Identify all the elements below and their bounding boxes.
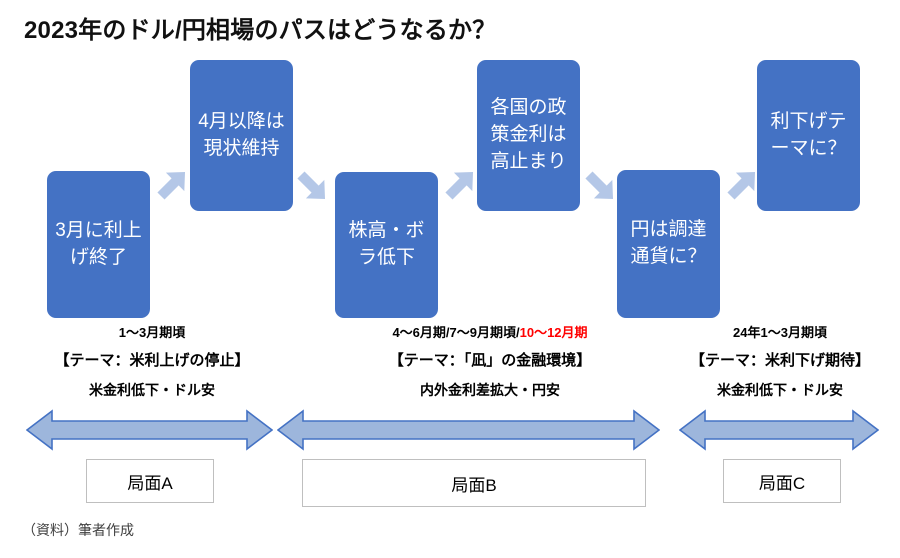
- column-a-period-text: 1〜3月期頃: [118, 325, 186, 340]
- column-b-period-highlight: 10〜12月期: [519, 325, 588, 340]
- flow-box-4-label: 各国の政策金利は高止まり: [490, 97, 567, 172]
- column-a-period: 1〜3月期頃: [27, 322, 277, 341]
- column-b-theme: 【テーマ：「凪」の金融環境】: [300, 349, 680, 370]
- flow-box-3-label: 株高・ボラ低下: [348, 220, 425, 268]
- column-c-effect-text: 米金利低下・ドル安: [717, 382, 843, 398]
- column-c-effect: 米金利低下・ドル安: [670, 380, 890, 400]
- span-arrow-b: [277, 408, 660, 452]
- connector-arrow-down-right-2: [580, 166, 622, 208]
- connector-arrow-up-right-3: [722, 163, 764, 205]
- phase-box-c: 局面C: [723, 459, 841, 503]
- phase-box-a-label: 局面A: [127, 473, 173, 493]
- column-c-period-text: 24年1〜3月期頃: [733, 325, 827, 340]
- column-a-effect-text: 米金利低下・ドル安: [89, 382, 215, 398]
- flow-box-4: 各国の政策金利は高止まり: [477, 60, 580, 211]
- column-a-theme: 【テーマ：米利上げの停止】: [27, 349, 277, 370]
- column-a-effect: 米金利低下・ドル安: [27, 380, 277, 400]
- flow-box-6: 利下げテーマに？: [757, 60, 860, 211]
- column-b-period: 4〜6月期/7〜9月期頃/10〜12月期: [300, 322, 680, 341]
- column-b-effect-text: 内外金利差拡大・円安: [420, 382, 560, 398]
- flow-box-3: 株高・ボラ低下: [335, 172, 438, 318]
- connector-arrow-down-right-1: [292, 166, 334, 208]
- flow-box-5: 円は調達通貨に？: [617, 170, 720, 318]
- column-b-period-text: 4〜6月期/7〜9月期頃/: [392, 325, 520, 340]
- flow-box-1: 3月に利上げ終了: [47, 171, 150, 318]
- column-b-theme-text: 【テーマ：「凪」の金融環境】: [388, 352, 592, 369]
- source-note: （資料）筆者作成: [22, 522, 134, 538]
- flow-box-2-label: 4月以降は現状維持: [198, 110, 285, 159]
- flow-box-1-label: 3月に利上げ終了: [55, 219, 142, 268]
- phase-box-b-label: 局面B: [451, 475, 497, 495]
- column-c-period: 24年1〜3月期頃: [670, 322, 890, 341]
- flow-box-6-label: 利下げテーマに？: [770, 110, 847, 159]
- flow-box-2: 4月以降は現状維持: [190, 60, 293, 211]
- connector-arrow-up-right-2: [440, 163, 482, 205]
- column-c-theme-text: 【テーマ：米利下げ期待】: [689, 352, 870, 369]
- phase-box-c-label: 局面C: [758, 473, 806, 493]
- span-arrow-a: [26, 408, 273, 452]
- page-title: 2023年のドル/円相場のパスはどうなるか？: [24, 17, 497, 44]
- connector-arrow-up-right-1: [152, 163, 194, 205]
- column-a-theme-text: 【テーマ：米利上げの停止】: [54, 352, 250, 369]
- flow-box-5-label: 円は調達通貨に？: [630, 219, 707, 267]
- column-b-effect: 内外金利差拡大・円安: [300, 380, 680, 400]
- span-arrow-c: [679, 408, 879, 452]
- phase-box-a: 局面A: [86, 459, 214, 503]
- column-c-theme: 【テーマ：米利下げ期待】: [670, 349, 890, 370]
- phase-box-b: 局面B: [302, 459, 646, 507]
